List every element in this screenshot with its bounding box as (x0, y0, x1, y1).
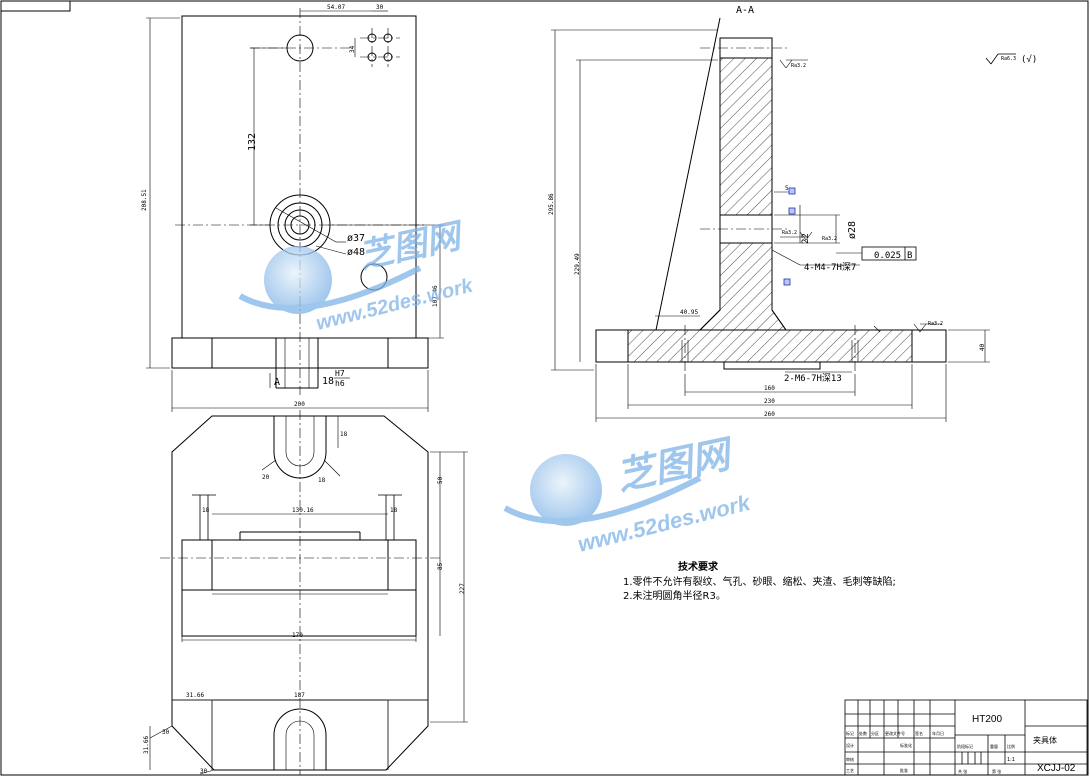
tb-approve: 批准 (900, 767, 908, 773)
thread-callout-upper: 4-M4-7H深7 (804, 262, 856, 273)
datum-marker-middle (788, 187, 796, 195)
dim-bottom-span: 187 (294, 692, 305, 699)
dim-width-230: 230 (764, 398, 775, 405)
fit-lower: h6 (335, 379, 345, 388)
watermark-brand-upper: 芝图网 (356, 216, 469, 275)
section-label: A-A (736, 5, 754, 16)
tb-mark: 标记 (846, 730, 854, 736)
tb-change-doc: 更改文件号 (885, 730, 905, 736)
dim-height-right: 107.46 (432, 285, 439, 307)
dim-hole-vert: 34 (349, 45, 356, 53)
tb-sheet-no: 第 张 (992, 768, 1001, 774)
tb-signature: 签名 (915, 730, 923, 736)
dim-bottom-left: 31.66 (186, 692, 204, 699)
tb-designer: 设计 (846, 742, 854, 748)
watermark-url-lower: www.52des.work (575, 489, 754, 556)
dim-slot-depth: 18 (340, 431, 348, 438)
top-view (149, 410, 468, 775)
dim-r18: 18 (318, 477, 326, 484)
dim-top-offset: 54.07 (327, 4, 345, 11)
fit-upper: H7 (335, 369, 345, 378)
tb-sheet-total: 共 张 (958, 768, 967, 774)
dim-inner-span: 130.16 (292, 507, 314, 514)
thread-callout-lower: 2-M6-7H深13 (784, 373, 842, 384)
dim-170: 170 (292, 632, 303, 639)
roughness-right: Ra3.2 (928, 321, 943, 327)
datum-marker-upper (788, 207, 796, 215)
tolerance-frame (861, 246, 917, 261)
title-block-drawing-no: XCJJ-02 (1037, 763, 1076, 774)
tech-note-1: 1.零件不允许有裂纹、气孔、砂眼、缩松、夹渣、毛刺等缺陷; (623, 575, 896, 588)
dim-height-left: 208.51 (141, 189, 148, 211)
view-label-a: A (274, 377, 280, 388)
dim-inner-height: 229.49 (574, 253, 581, 275)
corner-tab (0, 0, 71, 12)
general-roughness-value: Ra6.3 (1001, 56, 1016, 62)
dim-vertical-132: 132 (247, 133, 258, 151)
roughness-mid-1: Ra3.2 (782, 230, 797, 236)
dim-bore-small: ø37 (347, 233, 365, 244)
title-block-scale: 1:1 (1007, 757, 1015, 763)
tb-date: 年月日 (932, 730, 944, 736)
section-view (551, 17, 990, 422)
dim-hole-pitch: 30 (376, 4, 384, 11)
title-block-part-name: 夹具体 (1033, 735, 1057, 745)
roughness-mid-2: Ra3.2 (822, 236, 837, 242)
dim-width-160: 160 (764, 385, 775, 392)
datum-letter: B (907, 251, 912, 261)
dim-step: 5 (785, 185, 789, 192)
dim-chamfer-1: 30 (162, 729, 170, 736)
dim-corner: 31.66 (143, 736, 150, 754)
dim-right-small: 50 (437, 476, 444, 484)
dim-slot-left: 18 (202, 507, 210, 514)
globe-icon (264, 246, 332, 314)
tech-note-2: 2.未注明圆角半径R3。 (623, 589, 726, 602)
tb-process: 工艺 (846, 768, 854, 773)
tb-zone: 分区 (871, 730, 879, 736)
dim-bore-large: ø48 (347, 247, 365, 258)
general-roughness-mark: (√) (1021, 54, 1037, 65)
tb-weight: 重量 (990, 743, 998, 749)
dim-rib: 40.95 (680, 309, 698, 316)
dim-bore: ø28 (847, 221, 858, 239)
title-block (844, 699, 1088, 776)
tb-count: 处数 (859, 730, 867, 736)
roughness-top: Ra3.2 (791, 63, 806, 69)
fit-size: 18 (322, 376, 334, 387)
tb-standardize: 标准化 (900, 742, 912, 748)
dim-r20: 20 (262, 474, 270, 481)
tb-review: 审核 (846, 756, 854, 762)
dim-slot-right: 18 (390, 507, 398, 514)
globe-icon (530, 454, 602, 526)
datum-marker-lower (783, 278, 791, 286)
dim-base-width: 200 (294, 401, 305, 408)
dim-base-height: 40 (979, 343, 986, 351)
tb-scale-label: 比例 (1007, 743, 1015, 749)
front-view (146, 8, 444, 412)
watermark-lower: 芝图网 www.52des.work (503, 433, 754, 557)
dim-total-height: 295.86 (548, 193, 555, 215)
title-block-material: HT200 (972, 714, 1002, 725)
dim-chamfer-2: 30 (200, 768, 208, 775)
tolerance-value: 0.025 (874, 251, 901, 261)
tech-notes-title: 技术要求 (678, 560, 719, 573)
dim-small: 22 (801, 233, 811, 244)
dim-width-260: 260 (764, 411, 775, 418)
dim-right-mid: 85 (437, 562, 444, 570)
tb-stage-mark: 阶段标记 (957, 743, 973, 749)
dim-right-total: 227 (459, 583, 466, 594)
general-roughness-symbol (985, 53, 1016, 65)
